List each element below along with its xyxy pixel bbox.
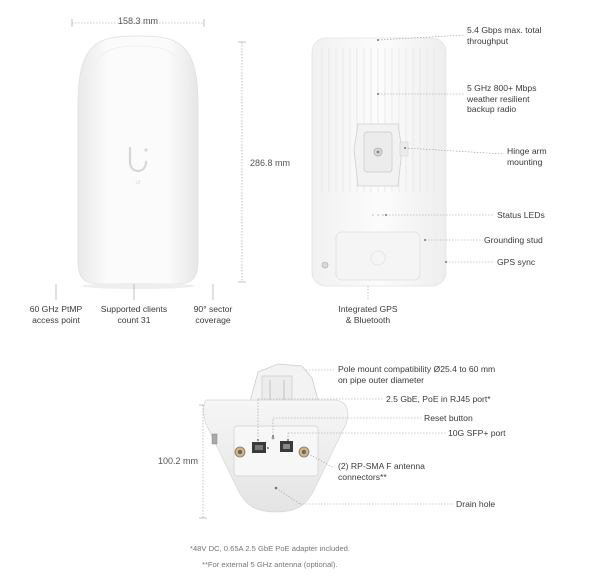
back-callout-dots bbox=[377, 39, 447, 263]
back-callout-backup-radio: 5 GHz 800+ Mbps weather resilient backup… bbox=[467, 83, 537, 114]
svg-text:UI: UI bbox=[136, 180, 141, 186]
front-label-clients: Supported clients count 31 bbox=[100, 304, 168, 325]
front-height-dimension: 286.8 mm bbox=[250, 158, 291, 168]
bottom-view-device bbox=[199, 363, 349, 519]
front-width-dimension: 158.3 mm bbox=[117, 16, 159, 26]
back-callout-grounding-stud: Grounding stud bbox=[484, 235, 543, 245]
back-view-device bbox=[311, 37, 447, 287]
front-view-device: UI bbox=[71, 19, 246, 289]
front-label-sector-coverage: 90° sector coverage bbox=[193, 304, 233, 325]
bottom-callout-pole-mount: Pole mount compatibility Ø25.4 to 60 mm … bbox=[338, 364, 496, 385]
back-label-gps-bluetooth: Integrated GPS & Bluetooth bbox=[338, 304, 398, 325]
bottom-callout-sfp-port: 10G SFP+ port bbox=[448, 428, 506, 438]
bottom-height-dimension: 100.2 mm bbox=[158, 456, 199, 466]
back-callout-gps-sync: GPS sync bbox=[497, 257, 536, 267]
back-callout-lines bbox=[367, 34, 505, 300]
bottom-callout-antenna-connectors: (2) RP-SMA F antenna connectors** bbox=[338, 461, 425, 482]
bottom-callout-rj45-port: 2.5 GbE, PoE in RJ45 port* bbox=[386, 394, 491, 404]
footnote-external-antenna: **For external 5 GHz antenna (optional). bbox=[202, 560, 338, 569]
footnote-poe-adapter: *48V DC, 0.65A 2.5 GbE PoE adapter inclu… bbox=[190, 544, 350, 553]
bottom-callout-lines bbox=[257, 369, 454, 505]
bottom-callout-reset-button: Reset button bbox=[424, 413, 473, 423]
bottom-callout-drain-hole: Drain hole bbox=[456, 499, 496, 509]
front-label-ticks bbox=[55, 284, 214, 300]
bottom-callout-dots bbox=[257, 435, 306, 489]
back-callout-throughput: 5.4 Gbps max. total throughput bbox=[467, 25, 542, 46]
back-callout-hinge-arm: Hinge arm mounting bbox=[507, 146, 547, 167]
front-label-access-point: 60 GHz PtMP access point bbox=[29, 304, 83, 325]
back-callout-status-leds: Status LEDs bbox=[497, 210, 545, 220]
